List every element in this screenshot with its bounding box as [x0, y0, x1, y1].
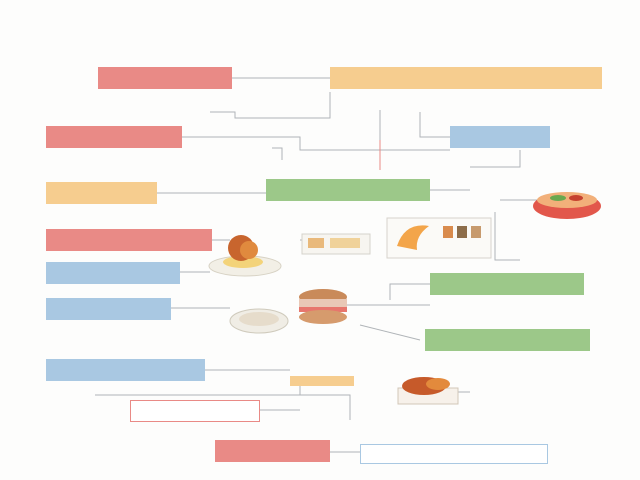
- salad-bowl-image: [229, 308, 289, 334]
- page-title: [120, 22, 520, 44]
- node-6: [266, 179, 430, 201]
- node-10: [46, 298, 171, 320]
- node-15: [360, 444, 548, 464]
- node-9: [430, 273, 584, 295]
- node-5: [46, 182, 157, 204]
- node-11: [425, 329, 590, 351]
- node-7: [46, 229, 212, 251]
- node-4: [450, 126, 550, 148]
- watermark: [440, 436, 630, 456]
- node-14: [215, 440, 330, 462]
- node-1: [98, 67, 232, 89]
- node-8: [46, 262, 180, 284]
- node-2: [330, 67, 602, 89]
- meat-dish-image: [397, 377, 459, 405]
- sandwich-image: [299, 289, 347, 324]
- noodle-bowl-image: [533, 192, 601, 219]
- bread-plate-image: [208, 235, 282, 277]
- pastry-image: [386, 217, 492, 259]
- node-12: [46, 359, 205, 381]
- egg-dish-image: [301, 233, 371, 255]
- node-16: [290, 376, 354, 386]
- node-3: [46, 126, 182, 148]
- node-13: [130, 400, 260, 422]
